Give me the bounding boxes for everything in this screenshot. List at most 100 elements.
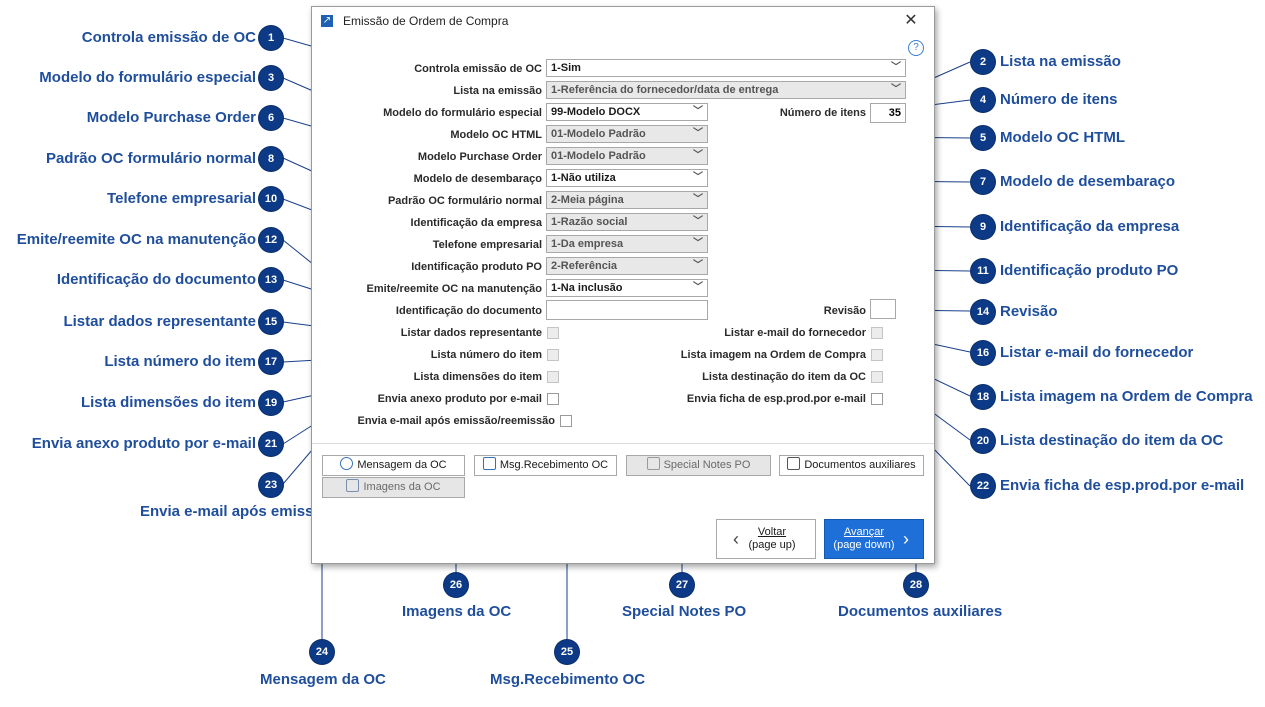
chevron-down-icon: ﹀ [693, 216, 703, 227]
callout-label-10: Telefone empresarial [107, 190, 256, 207]
callout-label-21: Envia anexo produto por e-mail [31, 435, 256, 452]
app-arrow-icon: ↗ [321, 15, 333, 27]
controla-select[interactable]: 1-Sim﹀ [546, 59, 906, 77]
title-bar: ↗ Emissão de Ordem de Compra ✕ [312, 7, 934, 37]
lista-dimensoes-checkbox[interactable] [547, 371, 559, 383]
callout-badge-10: 10 [259, 187, 283, 211]
controla-label: Controla emissão de OC [414, 63, 542, 75]
numero-itens-input[interactable]: 35 [870, 103, 906, 123]
callout-label-28: Documentos auxiliares [838, 603, 1003, 620]
ident-produto-select[interactable]: 2-Referência﹀ [546, 257, 708, 275]
ident-produto-label: Identificação produto PO [411, 261, 542, 273]
callout-label-1: Controla emissão de OC [81, 29, 256, 46]
lista-emissao-select[interactable]: 1-Referência do fornecedor/data de entre… [546, 81, 906, 99]
voltar-button[interactable]: ‹ Voltar (page up) [716, 519, 816, 559]
callout-label-14: Revisão [1000, 303, 1058, 320]
documentos-auxiliares-button[interactable]: Documentos auxiliares [779, 455, 924, 476]
envia-email-emissao-checkbox[interactable] [560, 415, 572, 427]
chevron-left-icon: ‹ [733, 529, 739, 549]
callout-badge-26: 26 [444, 573, 468, 597]
revisao-label: Revisão [823, 305, 866, 317]
callout-label-26: Imagens da OC [402, 603, 512, 620]
callout-label-12: Emite/reemite OC na manutenção [16, 231, 256, 248]
listar-email-fornecedor-checkbox[interactable] [871, 327, 883, 339]
callout-label-27: Special Notes PO [622, 603, 747, 620]
envia-ficha-checkbox[interactable] [871, 393, 883, 405]
callout-label-8: Padrão OC formulário normal [45, 150, 256, 167]
emite-reemite-select[interactable]: 1-Na inclusão﹀ [546, 279, 708, 297]
divider [312, 443, 934, 444]
modelo-especial-label: Modelo do formulário especial [383, 107, 542, 119]
chevron-down-icon: ﹀ [693, 282, 703, 293]
imagens-oc-button[interactable]: Imagens da OC [322, 477, 465, 498]
emite-reemite-label: Emite/reemite OC na manutenção [366, 283, 542, 295]
envia-email-emissao-label: Envia e-mail após emissão/reemissão [357, 415, 556, 427]
callout-label-9: Identificação da empresa [1000, 218, 1180, 235]
avancar-hint: (page down) [833, 539, 895, 551]
document-icon [646, 457, 660, 470]
modelo-po-select[interactable]: 01-Modelo Padrão﹀ [546, 147, 708, 165]
avancar-label: Avançar [843, 526, 885, 538]
chat-icon [482, 457, 496, 470]
telefone-select[interactable]: 1-Da empresa﹀ [546, 235, 708, 253]
padrao-normal-label: Padrão OC formulário normal [387, 195, 542, 207]
desembaraco-select[interactable]: 1-Não utiliza﹀ [546, 169, 708, 187]
callout-badge-19: 19 [259, 391, 283, 415]
voltar-hint: (page up) [748, 539, 796, 551]
callout-label-24: Mensagem da OC [260, 671, 386, 688]
mensagem-oc-button[interactable]: Mensagem da OC [322, 455, 465, 476]
revisao-input[interactable] [870, 299, 896, 319]
callout-label-4: Número de itens [1000, 91, 1118, 108]
callout-label-17: Lista número do item [104, 353, 256, 370]
callout-badge-12: 12 [259, 228, 283, 252]
callout-badge-22: 22 [971, 474, 995, 498]
lista-numero-item-checkbox[interactable] [547, 349, 559, 361]
envia-ficha-label: Envia ficha de esp.prod.por e-mail [686, 393, 866, 405]
callout-badge-24: 24 [310, 640, 334, 664]
modelo-html-select[interactable]: 01-Modelo Padrão﹀ [546, 125, 708, 143]
lista-destinacao-checkbox[interactable] [871, 371, 883, 383]
callout-label-3: Modelo do formulário especial [39, 69, 256, 86]
listar-email-fornecedor-label: Listar e-mail do fornecedor [724, 327, 866, 339]
ident-empresa-label: Identificação da empresa [410, 217, 542, 229]
callout-badge-15: 15 [259, 310, 283, 334]
telefone-label: Telefone empresarial [432, 239, 542, 251]
callout-label-15: Listar dados representante [63, 313, 256, 330]
envia-anexo-label: Envia anexo produto por e-mail [377, 393, 542, 405]
callout-badge-8: 8 [259, 147, 283, 171]
close-button[interactable]: ✕ [904, 12, 918, 29]
modelo-html-label: Modelo OC HTML [450, 129, 542, 141]
ident-documento-label: Identificação do documento [395, 305, 542, 317]
help-icon[interactable]: ? [908, 40, 924, 56]
callout-badge-28: 28 [904, 573, 928, 597]
callout-badge-14: 14 [971, 300, 995, 324]
callout-badge-1: 1 [259, 26, 283, 50]
envia-anexo-checkbox[interactable] [547, 393, 559, 405]
chevron-down-icon: ﹀ [891, 84, 901, 95]
chevron-down-icon: ﹀ [693, 128, 703, 139]
callout-badge-4: 4 [971, 88, 995, 112]
modelo-especial-select[interactable]: 99-Modelo DOCX﹀ [546, 103, 708, 121]
message-icon [340, 457, 354, 470]
callout-badge-21: 21 [259, 432, 283, 456]
padrao-normal-select[interactable]: 2-Meia página﹀ [546, 191, 708, 209]
listar-representante-checkbox[interactable] [547, 327, 559, 339]
lista-dimensoes-label: Lista dimensões do item [413, 371, 542, 383]
purchase-order-emission-dialog: ↗ Emissão de Ordem de Compra ✕ ? Control… [311, 6, 935, 564]
callout-label-19: Lista dimensões do item [80, 394, 256, 411]
voltar-label: Voltar [757, 526, 787, 538]
avancar-button[interactable]: Avançar (page down) › [824, 519, 924, 559]
chevron-down-icon: ﹀ [693, 194, 703, 205]
image-icon [346, 479, 360, 492]
lista-imagem-checkbox[interactable] [871, 349, 883, 361]
ident-documento-input[interactable] [546, 300, 708, 320]
dialog-title: Emissão de Ordem de Compra [343, 14, 509, 28]
callout-label-6: Modelo Purchase Order [86, 109, 256, 126]
callout-badge-2: 2 [971, 50, 995, 74]
special-notes-button[interactable]: Special Notes PO [626, 455, 771, 476]
callout-badge-6: 6 [259, 106, 283, 130]
ident-empresa-select[interactable]: 1-Razão social﹀ [546, 213, 708, 231]
callout-badge-25: 25 [555, 640, 579, 664]
callout-badge-23: 23 [259, 473, 283, 497]
msg-recebimento-button[interactable]: Msg.Recebimento OC [474, 455, 617, 476]
